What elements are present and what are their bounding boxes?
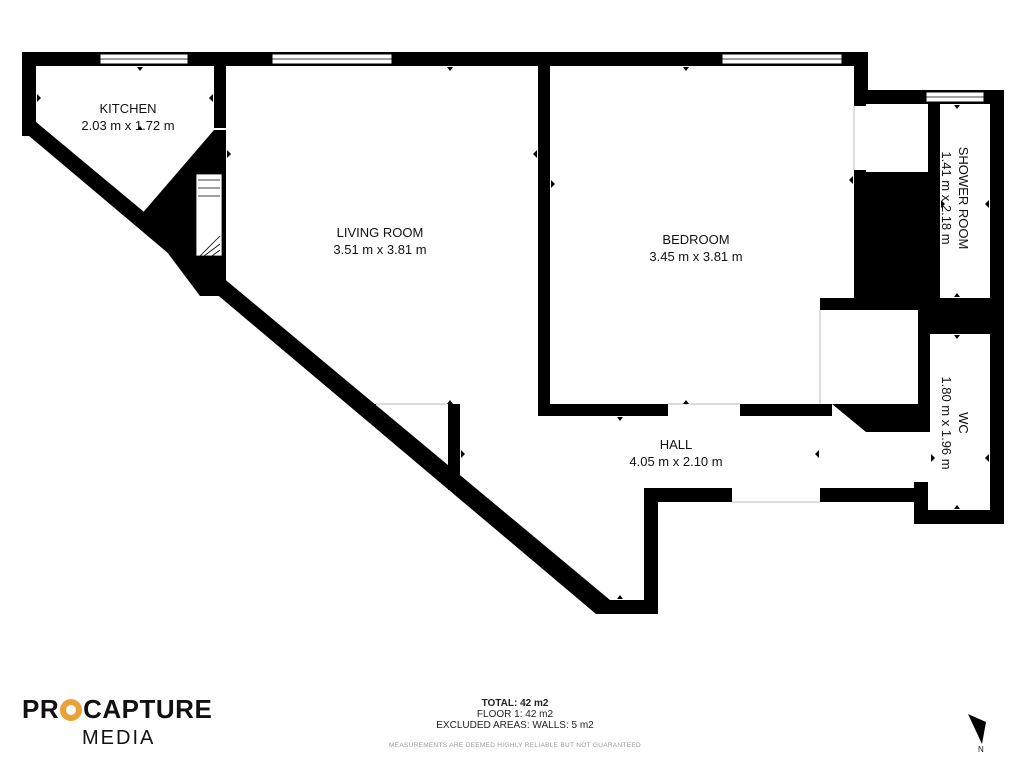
fireplace — [195, 173, 223, 257]
room-bedroom: BEDROOM 3.45 m x 3.81 m — [636, 231, 756, 265]
wall-living-bedroom — [538, 66, 550, 412]
wall-wc-bottom — [914, 510, 1004, 524]
wall-kitchen-living — [214, 66, 226, 128]
wall-hall-left — [448, 404, 460, 490]
wall-wc-left — [918, 298, 930, 432]
wc-name: WC — [956, 412, 971, 434]
wardrobe — [862, 172, 928, 304]
wall-shower-left — [928, 104, 940, 298]
room-shower: SHOWER ROOM 1.41 m x 2.18 m — [938, 138, 972, 258]
living-size: 3.51 m x 3.81 m — [333, 242, 427, 257]
kitchen-name: KITCHEN — [99, 101, 157, 116]
wall-wc-top — [918, 298, 1004, 334]
hall-name: HALL — [659, 437, 693, 452]
internal-walls — [140, 66, 1004, 490]
wall-bedroom-right-top — [854, 92, 866, 106]
room-living: LIVING ROOM 3.51 m x 3.81 m — [320, 224, 440, 258]
wall-bedroom-bottom-right — [740, 404, 832, 416]
floor-area: FLOOR 1: 42 m2 — [476, 709, 554, 720]
outer-walls — [22, 52, 1004, 614]
wall-top — [22, 52, 868, 66]
living-name: LIVING ROOM — [336, 225, 424, 240]
shower-size: 1.41 m x 2.18 m — [939, 151, 954, 245]
shower-name: SHOWER ROOM — [956, 146, 971, 250]
bedroom-size: 3.45 m x 3.81 m — [649, 249, 743, 264]
north-label: N — [978, 745, 984, 754]
total-area: TOTAL: 42 m2 — [481, 698, 549, 709]
wall-right-top — [854, 52, 868, 92]
area-totals: TOTAL: 42 m2 FLOOR 1: 42 m2 EXCLUDED ARE… — [380, 698, 650, 731]
hall-size: 4.05 m x 2.10 m — [629, 454, 723, 469]
wall-cupboard-right — [820, 298, 832, 310]
wall-left — [22, 52, 36, 136]
wall-hall-bevel — [832, 404, 918, 432]
wc-size: 1.80 m x 1.96 m — [939, 376, 954, 470]
wall-diagonal — [22, 122, 610, 614]
room-wc: WC 1.80 m x 1.96 m — [938, 363, 972, 483]
wall-hall-bottom-left — [596, 600, 658, 614]
disclaimer: MEASUREMENTS ARE DEEMED HIGHLY RELIABLE … — [388, 742, 642, 749]
company-logo: PR CAPTURE MEDIA — [22, 694, 222, 750]
north-arrow-icon — [968, 714, 986, 744]
wall-living-bottom — [362, 404, 376, 414]
logo-sub: MEDIA — [82, 727, 156, 749]
dimension-markers — [37, 67, 989, 599]
bedroom-name: BEDROOM — [662, 232, 730, 247]
logo-main-right: CAPTURE — [83, 694, 213, 724]
excluded-area: EXCLUDED AREAS: WALLS: 5 m2 — [436, 720, 594, 731]
wall-hall-right-bottom — [820, 488, 928, 502]
kitchen-size: 2.03 m x 1.72 m — [81, 118, 175, 133]
aperture-icon — [60, 698, 83, 721]
logo-main: PR CAPTURE — [22, 694, 222, 725]
room-kitchen: KITCHEN 2.03 m x 1.72 m — [68, 100, 188, 134]
wall-bedroom-bottom-left — [538, 404, 668, 416]
logo-main-left: PR — [22, 694, 60, 724]
wall-hall-bottom — [644, 488, 732, 502]
door-openings — [376, 106, 855, 503]
wall-hall-step — [644, 488, 658, 614]
room-hall: HALL 4.05 m x 2.10 m — [616, 436, 736, 470]
